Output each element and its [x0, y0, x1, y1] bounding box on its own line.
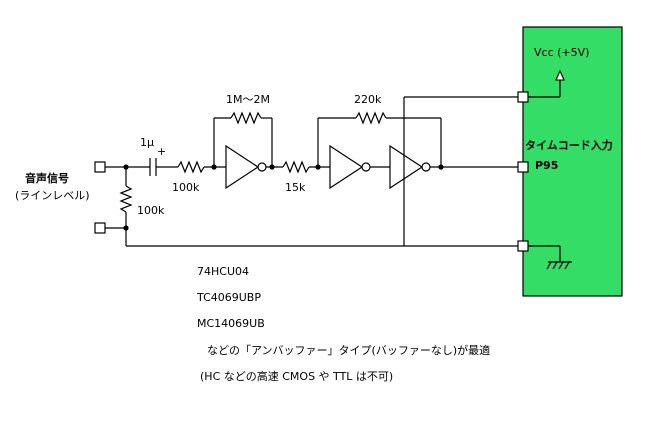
inverter-2 — [329, 144, 371, 190]
r-shunt-in-label: 100k — [137, 204, 165, 217]
note-line-1: 74HCU04 — [197, 265, 249, 278]
resistor-feedback-220k — [355, 111, 387, 125]
board-terminal-gnd — [517, 240, 529, 252]
r-feedback2-label: 220k — [354, 93, 382, 106]
note-line-4: などの「アンバッファー」タイプ(バッファーなし)が最適 — [207, 343, 490, 357]
vcc-arrow-icon — [555, 69, 565, 81]
note-line-2: TC4069UBP — [196, 291, 261, 304]
note-line-5: (HC などの高速 CMOS や TTL は不可) — [200, 369, 393, 383]
vcc-label: Vcc (+5V) — [534, 46, 589, 59]
note-line-3: MC14069UB — [197, 317, 265, 330]
r-series-in-label: 100k — [172, 181, 200, 194]
input-terminal-ground — [94, 222, 106, 234]
r-feedback1-label: 1M〜2M — [226, 93, 270, 106]
ground-symbol-icon — [546, 261, 572, 270]
input-signal-label: 音声信号 — [25, 171, 69, 185]
inverter-1 — [225, 144, 267, 190]
cap-value-label: 1μ — [140, 136, 154, 149]
board-terminal-vcc — [517, 91, 529, 103]
timecode-input-label: タイムコード入力 — [525, 138, 613, 152]
input-level-label: (ラインレベル) — [15, 189, 90, 202]
input-terminal-signal — [94, 161, 106, 173]
resistor-shunt-100k — [119, 167, 133, 228]
resistor-series-100k — [177, 160, 205, 174]
resistor-feedback-1m — [230, 111, 262, 125]
r-series-mid-label: 15k — [285, 181, 306, 194]
timecode-board — [522, 26, 623, 297]
resistor-series-15k — [282, 160, 310, 174]
junction-dots — [123, 164, 444, 231]
board-terminal-p95 — [517, 161, 529, 173]
cap-polarity-label: + — [157, 145, 166, 158]
capacitor-1u — [149, 158, 157, 176]
pin-label: P95 — [535, 159, 558, 172]
inverter-3 — [389, 144, 431, 190]
